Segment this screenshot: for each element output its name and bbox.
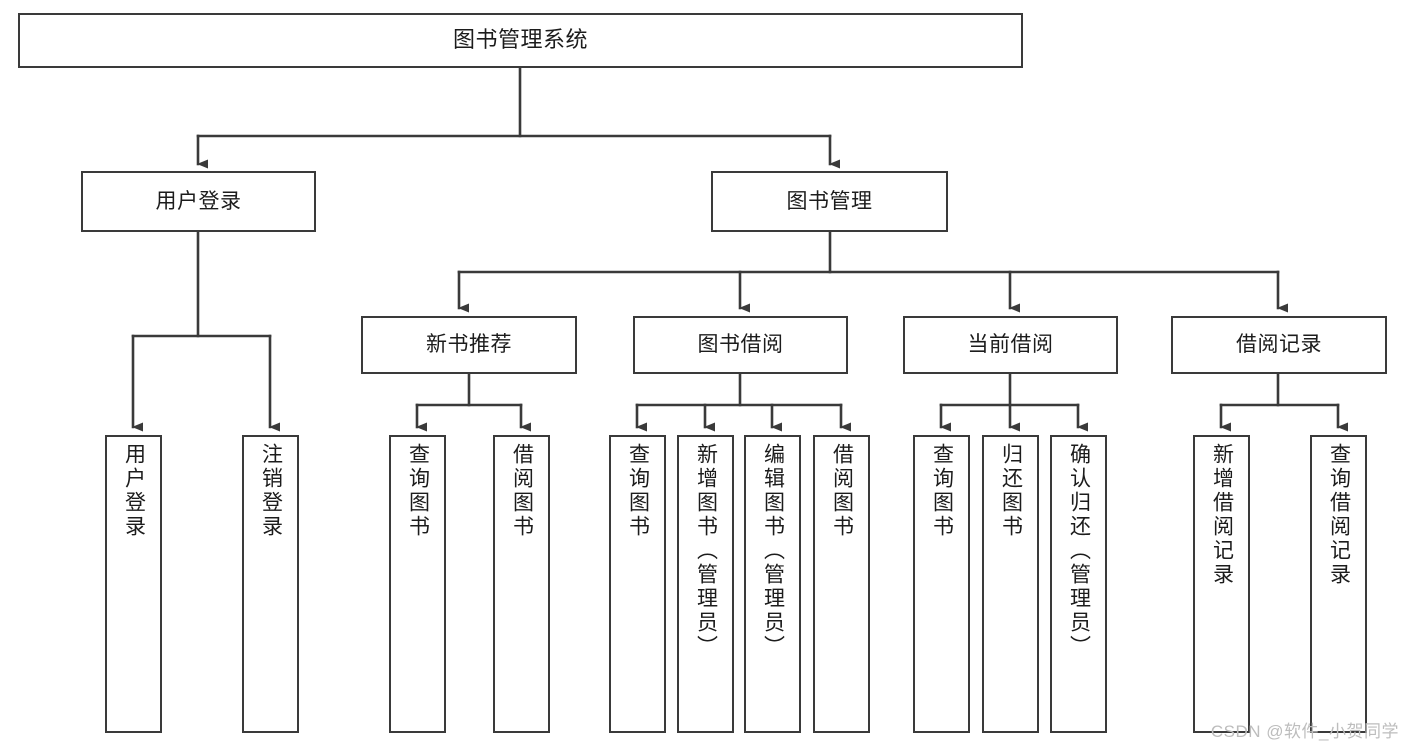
node-user-login-leaf-logout[interactable]: 注销登录 (242, 435, 299, 733)
node-group-new-book-recommend[interactable]: 新书推荐 (361, 316, 577, 374)
node-label: 用户登录 (122, 443, 146, 539)
node-group-book-borrow[interactable]: 图书借阅 (633, 316, 848, 374)
node-borrow-record-leaf-query-record[interactable]: 查询借阅记录 (1310, 435, 1367, 733)
node-book-borrow-leaf-borrow-book[interactable]: 借阅图书 (813, 435, 870, 733)
node-borrow-record-leaf-add-record[interactable]: 新增借阅记录 (1193, 435, 1250, 733)
node-book-management[interactable]: 图书管理 (711, 171, 948, 232)
node-label: 借阅图书 (830, 443, 854, 539)
node-label: 注销登录 (259, 443, 283, 539)
node-label: 新增借阅记录 (1210, 443, 1234, 587)
node-label: 查询借阅记录 (1327, 443, 1351, 587)
watermark-text: CSDN @软件_小贺同学 (1210, 722, 1399, 741)
node-label: 借阅记录 (1236, 333, 1322, 357)
node-label: 查询图书 (626, 443, 650, 539)
node-group-borrow-record[interactable]: 借阅记录 (1171, 316, 1387, 374)
node-user-login-leaf-login[interactable]: 用户登录 (105, 435, 162, 733)
node-label: 图书借阅 (697, 333, 784, 357)
node-user-login[interactable]: 用户登录 (81, 171, 316, 232)
node-label: 归还图书 (999, 443, 1023, 539)
node-label: 图书管理系统 (452, 27, 588, 53)
node-label: 图书管理 (786, 189, 873, 213)
node-label: 新书推荐 (426, 333, 512, 357)
node-label: 查询图书 (930, 443, 954, 539)
node-current-borrow-leaf-return-book[interactable]: 归还图书 (982, 435, 1039, 733)
node-label: 当前借阅 (967, 333, 1054, 357)
node-current-borrow-leaf-query-book[interactable]: 查询图书 (913, 435, 970, 733)
node-label: 新增图书（管理员） (694, 443, 718, 659)
node-book-borrow-leaf-query-book[interactable]: 查询图书 (609, 435, 666, 733)
node-new-book-leaf-query-book[interactable]: 查询图书 (389, 435, 446, 733)
node-group-current-borrow[interactable]: 当前借阅 (903, 316, 1118, 374)
node-label: 确认归还（管理员） (1067, 443, 1091, 659)
node-label: 编辑图书（管理员） (761, 443, 785, 659)
node-book-borrow-leaf-edit-book-admin[interactable]: 编辑图书（管理员） (744, 435, 801, 733)
node-label: 用户登录 (155, 189, 242, 213)
node-label: 查询图书 (406, 443, 430, 539)
node-new-book-leaf-borrow-book[interactable]: 借阅图书 (493, 435, 550, 733)
node-root-system[interactable]: 图书管理系统 (18, 13, 1023, 68)
node-label: 借阅图书 (510, 443, 534, 539)
node-book-borrow-leaf-add-book-admin[interactable]: 新增图书（管理员） (677, 435, 734, 733)
node-current-borrow-leaf-confirm-return-admin[interactable]: 确认归还（管理员） (1050, 435, 1107, 733)
